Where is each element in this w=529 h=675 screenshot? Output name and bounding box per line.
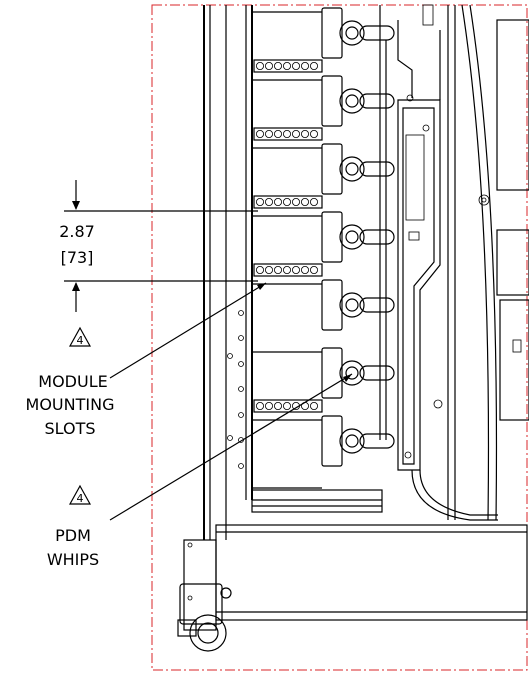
boundary-outline (151, 4, 528, 671)
rack-frame (203, 5, 387, 540)
callout-line: PDM (55, 526, 91, 545)
callout-line: SLOTS (44, 419, 95, 438)
callout-module-mounting-slots: 4 MODULE MOUNTING SLOTS (26, 282, 267, 438)
callout-pdm-whips: 4 PDM WHIPS (47, 373, 353, 569)
note-number: 4 (77, 492, 84, 505)
leader-line (109, 282, 267, 379)
leader-line (109, 373, 353, 521)
module-slots (252, 11, 323, 489)
bus-panel (397, 4, 529, 521)
callout-line: MOUNTING (26, 395, 115, 414)
dimension-markers (64, 180, 258, 312)
leader-arrowhead (343, 374, 352, 382)
note-number: 4 (77, 334, 84, 347)
pdm-whip-connectors (321, 7, 395, 467)
rack-base (177, 489, 528, 652)
callout-line: WHIPS (47, 550, 99, 569)
note-triangle-icon (68, 326, 92, 347)
note-triangle-icon (68, 484, 92, 505)
leader-arrowhead (257, 283, 266, 290)
dimension-value: 2.87 (59, 222, 95, 241)
callout-line: MODULE (38, 372, 107, 391)
dimension-metric: [73] (61, 248, 94, 267)
